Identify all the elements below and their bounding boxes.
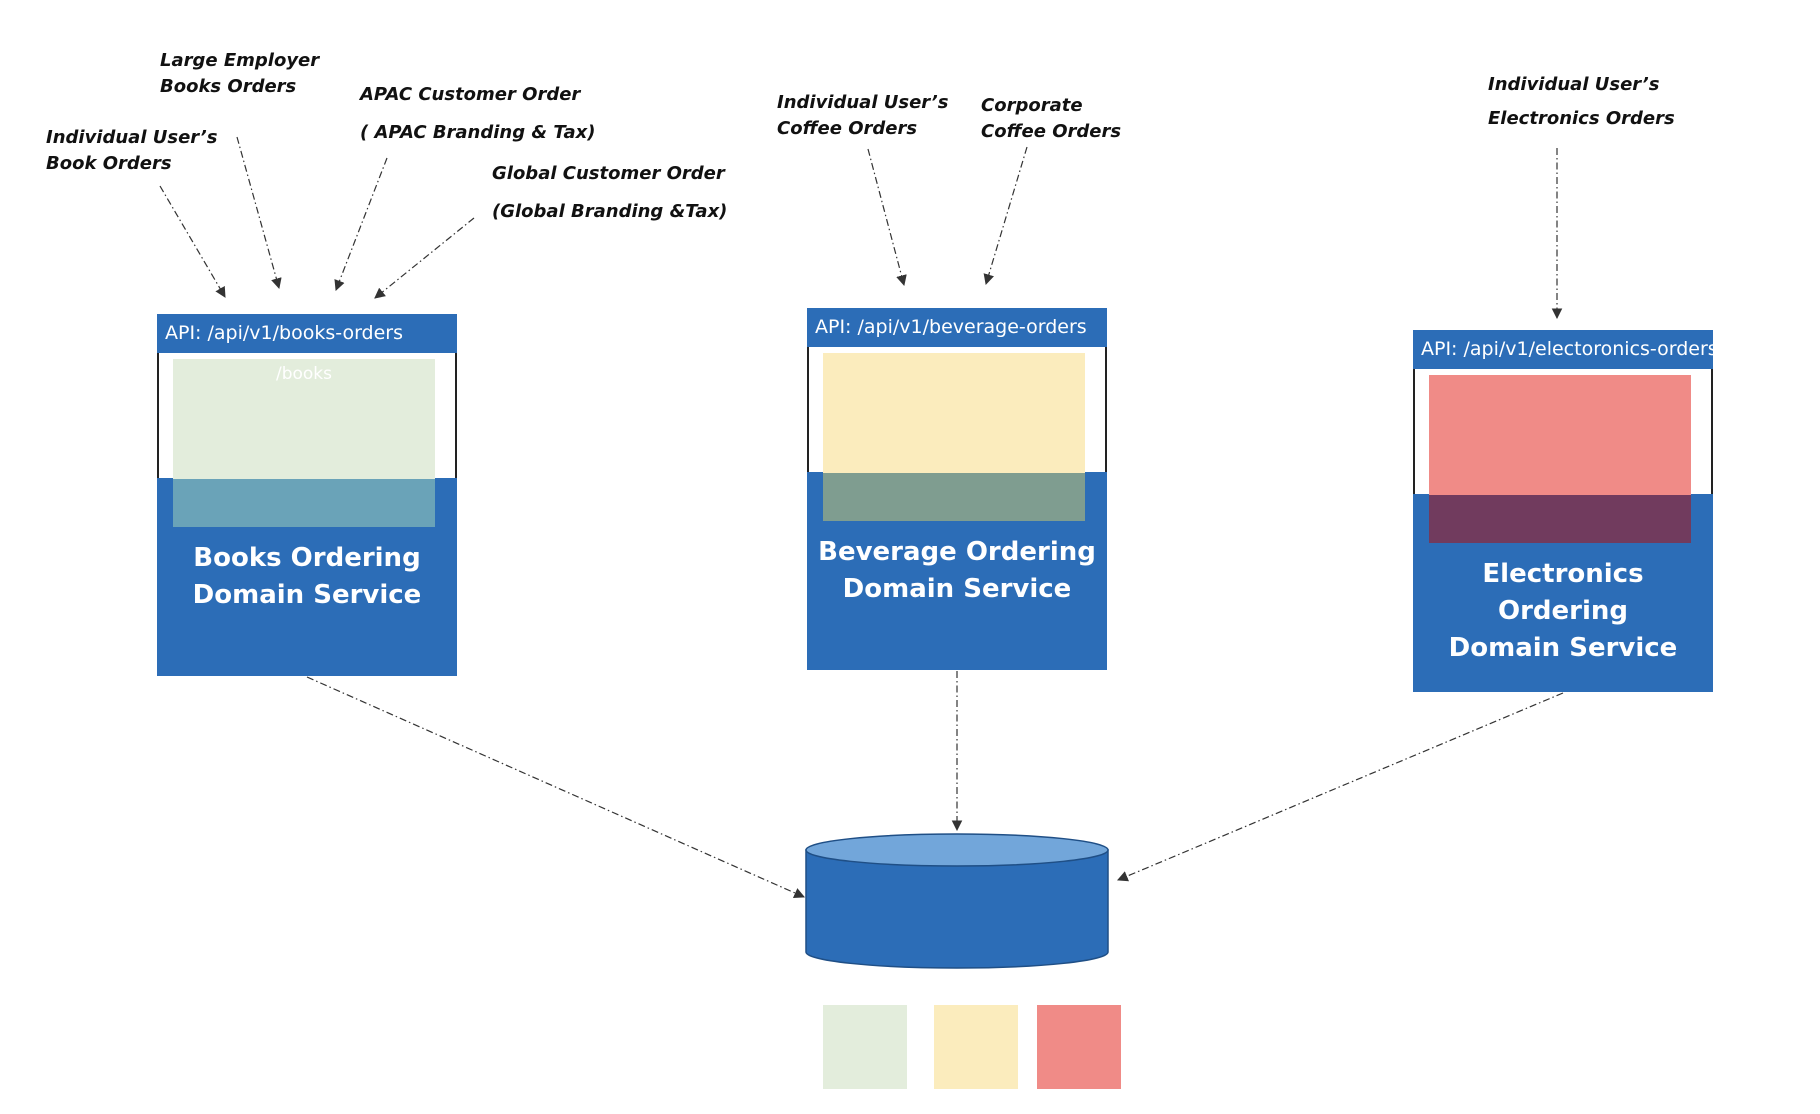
label-corporate-coffee: Corporate Coffee Orders: [981, 95, 1122, 142]
electronics-domain-box: [1429, 375, 1691, 495]
arrow-global-order: [374, 217, 475, 299]
books-domain-overlay: [173, 479, 435, 527]
legend-swatch-electronics: [1037, 1005, 1121, 1089]
arrow-individual-coffee: [867, 148, 907, 287]
label-apac-order: APAC Customer Order ( APAC Branding & Ta…: [360, 84, 596, 143]
arrow-large-employer-books: [236, 136, 282, 290]
books-domain-box: [173, 359, 435, 479]
beverage-service: API: /api/v1/beverage-orders Beverage Or…: [807, 308, 1107, 670]
label-individual-books: Individual User’s Book Orders: [46, 127, 218, 174]
electronics-domain-overlay: [1429, 495, 1691, 543]
label-individual-electronics: Individual User’s Electronics Orders: [1488, 74, 1675, 129]
books-api-label: API: /api/v1/books-orders: [157, 314, 457, 353]
legend-swatch-books: [823, 1005, 907, 1089]
books-path-label: /books: [275, 364, 333, 384]
electronics-service-title: Electronics Ordering Domain Service: [1448, 559, 1678, 663]
arrow-apac-order: [334, 157, 388, 292]
electronics-service: API: /api/v1/electoronics-orders Electro…: [1413, 330, 1718, 692]
label-global-order: Global Customer Order (Global Branding &…: [492, 163, 728, 222]
database-top: [805, 833, 1109, 867]
arrow-books-to-db: [306, 676, 805, 899]
electronics-api-label: API: /api/v1/electoronics-orders: [1413, 330, 1718, 369]
beverage-domain-overlay: [823, 473, 1085, 521]
beverage-service-title: Beverage Ordering Domain Service: [818, 537, 1096, 604]
arrow-electronics-to-db: [1117, 692, 1564, 882]
database-cylinder: [805, 833, 1109, 969]
arrow-individual-books: [159, 185, 226, 298]
books-service: API: /api/v1/books-orders /books Books O…: [157, 314, 457, 676]
books-service-title: Books Ordering Domain Service: [192, 543, 422, 610]
beverage-domain-box: [823, 353, 1085, 473]
database-body: [805, 849, 1109, 969]
arrow-corporate-coffee: [983, 146, 1028, 286]
label-individual-coffee: Individual User’s Coffee Orders: [777, 92, 949, 139]
label-large-employer-books: Large Employer Books Orders: [160, 50, 320, 97]
legend-swatch-beverage: [934, 1005, 1018, 1089]
beverage-api-label: API: /api/v1/beverage-orders: [807, 308, 1107, 347]
